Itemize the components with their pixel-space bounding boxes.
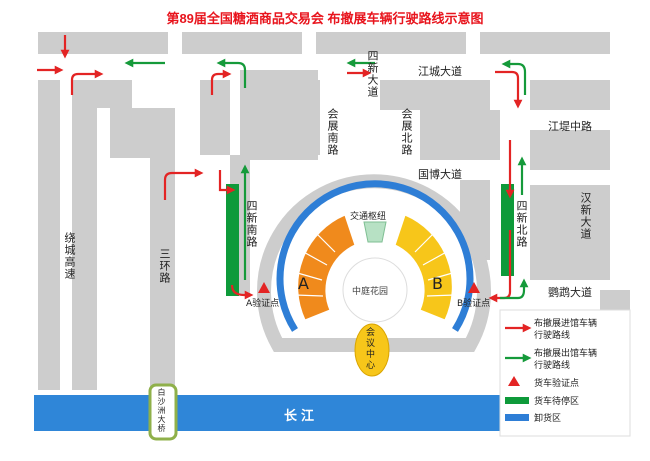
- label-sanhuan: 三环路: [158, 248, 171, 284]
- checkpoint-b-icon: [468, 282, 480, 293]
- label-jiangcheng: 江城大道: [418, 65, 462, 78]
- map-title: 第89届全国糖酒商品交易会 布撤展车辆行驶路线示意图: [166, 11, 483, 26]
- checkpoint-a-icon: [258, 282, 270, 293]
- label-guobo: 国博大道: [418, 168, 462, 181]
- meeting-center: [354, 323, 390, 377]
- label-sixin-nan: 四新南路: [245, 200, 258, 248]
- label-huizhan-nan: 会展南路: [326, 108, 339, 156]
- legend-checkpoint-label: 货车验证点: [534, 379, 580, 389]
- label-baishazhou: 白沙洲大桥: [157, 388, 166, 433]
- outbound-routes: [124, 58, 529, 300]
- legend-unloading-label: 卸货区: [534, 414, 562, 424]
- label-yingshu: 鹦鹉大道: [548, 286, 592, 299]
- central-garden: [342, 257, 408, 323]
- expo-venue: [257, 174, 491, 377]
- label-garden: 中庭花园: [352, 287, 389, 297]
- label-meeting: 会议中心: [366, 328, 376, 371]
- label-checkpoint-a: A验证点: [246, 299, 280, 309]
- label-sixin-bei: 四新北路: [515, 200, 528, 248]
- label-hall-b: B: [432, 274, 443, 293]
- legend-outbound-label: 布撤展出馆车辆行驶路线: [534, 349, 598, 371]
- legend-inbound-label: 布撤展进馆车辆行驶路线: [534, 319, 598, 341]
- baishazhou-bridge: [148, 383, 178, 441]
- label-raocheng: 绕城高速: [63, 232, 76, 280]
- label-hanxin: 汉新大道: [579, 192, 592, 240]
- waiting-zone-a: [226, 184, 239, 296]
- label-hall-a: A: [298, 274, 309, 293]
- label-huizhan-bei: 会展北路: [400, 108, 413, 156]
- label-jiangdi: 江堤中路: [548, 120, 592, 133]
- transport-hub: [363, 221, 387, 243]
- legend-waiting-label: 货车待停区: [534, 397, 580, 407]
- label-river: 长江: [284, 409, 319, 424]
- label-hub: 交通枢纽: [350, 212, 387, 222]
- label-checkpoint-b: B验证点: [457, 299, 491, 309]
- legend-panel: [499, 309, 631, 437]
- label-sixin-da: 四新大道: [366, 50, 379, 98]
